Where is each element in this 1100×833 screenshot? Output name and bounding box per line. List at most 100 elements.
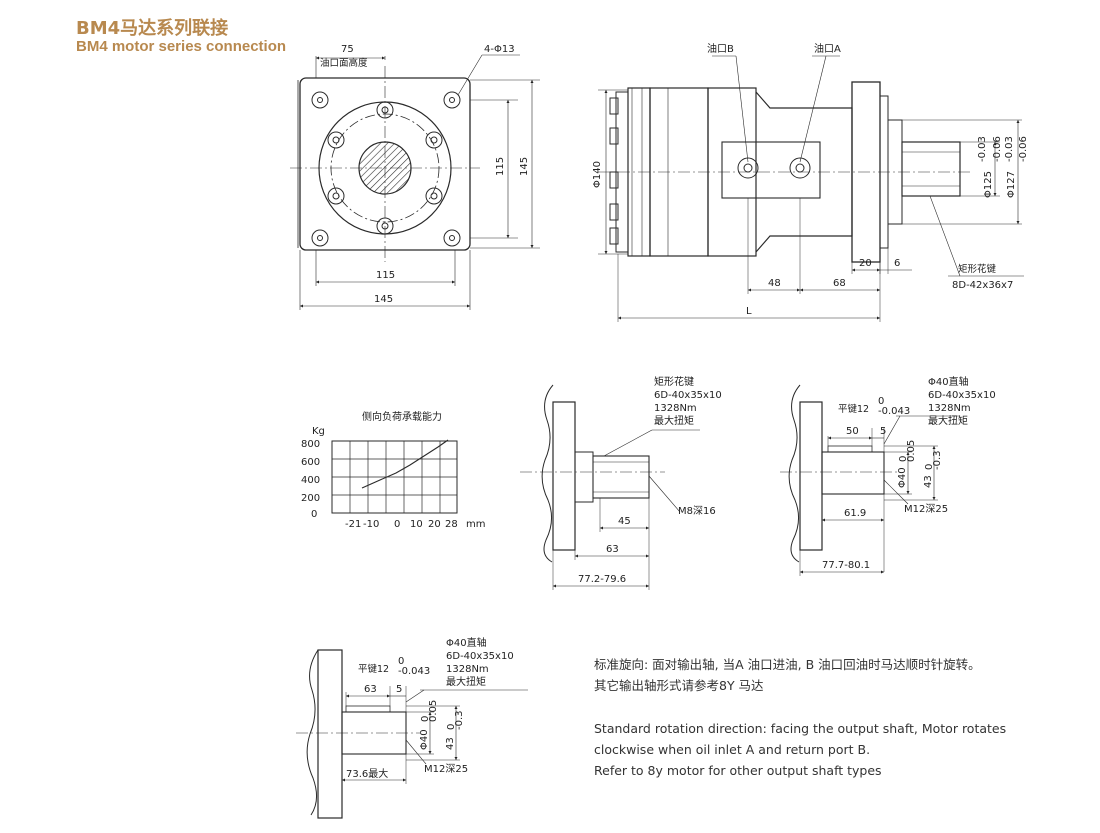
front-dim-145-v: 145 [519,157,530,176]
straight2-dim-5: 5 [396,684,402,695]
spline-shaft-spec-4: 最大扭矩 [654,414,694,427]
chart-ytick-600: 600 [301,457,320,468]
straight2-spec-4: 最大扭矩 [446,675,486,688]
straight2-dim-total: 73.6最大 [346,767,388,780]
front-dim-75: 75 [341,44,354,55]
side-dia-140: Φ140 [592,161,603,188]
straight2-dim-43: 43 [445,737,456,750]
straight1-dim-61: 61.9 [844,508,866,519]
straight1-dim-50: 50 [846,426,859,437]
side-dia-127: Φ127 [1006,171,1017,198]
note-en-line3: Refer to 8y motor for other output shaft… [594,763,882,778]
straight1-thread: M12深25 [904,503,948,515]
straight-shaft-view-2 [296,649,528,819]
chart-ytick-800: 800 [301,439,320,450]
notes-block: 标准旋向: 面对输出轴, 当A 油口进油, B 油口回油时马达顺时针旋转。 其它… [594,654,1034,781]
straight1-spec-title: Φ40直轴 [928,375,969,388]
straight1-dia-40: Φ40 [897,467,908,488]
straight1-spec-4: 最大扭矩 [928,414,968,427]
side-tol-125-lower: -0.06 [992,136,1003,162]
chart-xtick-10: 10 [410,519,423,530]
page-title-cn: BM4马达系列联接 [76,18,229,39]
front-dim-145-h: 145 [374,294,393,305]
note-cn-line1: 标准旋向: 面对输出轴, 当A 油口进油, B 油口回油时马达顺时针旋转。 [594,657,981,672]
note-cn-line2: 其它输出轴形式请参考8Y 马达 [594,678,764,693]
front-hole-callout: 4-Φ13 [484,44,515,55]
spline-spec: 8D-42x36x7 [952,280,1013,291]
spline-shaft-spec-3: 1328Nm [654,403,697,414]
chart-load-curve [361,439,449,489]
straight2-dim-43-tol-upper: 0 [446,724,457,730]
spline-shaft-dim-63: 63 [606,544,619,555]
chart-ylabel: Kg [312,426,325,437]
straight2-dim-63: 63 [364,684,377,695]
port-a-label: 油口A [814,42,841,55]
chart-ytick-0: 0 [311,509,317,520]
front-dim-115-h: 115 [376,270,395,281]
chart-xtick-neg21: -21 [345,519,361,530]
chart-grid [331,439,458,514]
spline-shaft-spec-title: 矩形花键 [654,375,694,388]
spline-label: 矩形花键 [958,263,997,275]
corner-hole [443,91,461,109]
chart-xtick-neg10: -10 [363,519,379,530]
front-dim-115-v: 115 [495,157,506,176]
chart-xlabel: mm [466,519,485,530]
straight1-key-tol-lower: -0.043 [878,406,910,417]
straight1-spec-3: 1328Nm [928,403,971,414]
straight1-dim-43-tol-lower: -0.3 [932,450,943,470]
background-mist [0,473,1100,833]
straight1-dia-tol-lower: 0.05 [906,440,917,462]
straight2-key-tol-upper: 0 [398,656,404,667]
spline-shaft-dim-total: 77.2-79.6 [578,574,626,585]
straight2-key-tol-lower: -0.043 [398,666,430,677]
straight1-key-tol-upper: 0 [878,396,884,407]
straight2-dim-43-tol-lower: -0.3 [454,710,465,730]
chart-ytick-400: 400 [301,475,320,486]
spline-shaft-spec-2: 6D-40x35x10 [654,390,722,401]
side-dia-125: Φ125 [983,171,994,198]
straight2-dia-40: Φ40 [419,729,430,750]
straight1-key-label: 平键12 [838,403,869,415]
straight2-spec-title: Φ40直轴 [446,636,487,649]
straight2-spec-2: 6D-40x35x10 [446,651,514,662]
side-tol-125-upper: -0.03 [977,136,988,162]
corner-hole [443,229,461,247]
straight1-dia-tol-upper: 0 [898,456,909,462]
chart-xtick-0: 0 [394,519,400,530]
side-tol-127-lower: -0.06 [1018,136,1029,162]
port-b-label: 油口B [707,42,734,55]
side-dim-48: 48 [768,278,781,289]
side-dim-L: L [746,306,752,317]
straight1-dim-43-tol-upper: 0 [924,464,935,470]
straight-shaft-view-1 [780,384,960,576]
straight1-dim-5: 5 [880,426,886,437]
chart-title: 侧向负荷承载能力 [362,410,442,423]
straight2-dia-tol-upper: 0 [420,716,431,722]
front-view [290,54,540,310]
chart-xtick-28: 28 [445,519,458,530]
straight2-dia-tol-lower: 0.05 [428,700,439,722]
straight2-spec-3: 1328Nm [446,664,489,675]
side-dim-20: 20 [859,258,872,269]
chart-xtick-20: 20 [428,519,441,530]
chart-ytick-200: 200 [301,493,320,504]
note-en-line1: Standard rotation direction: facing the … [594,721,1007,736]
straight1-spec-2: 6D-40x35x10 [928,390,996,401]
side-dim-68: 68 [833,278,846,289]
front-dim-75-note: 油口面高度 [320,57,368,69]
corner-hole [311,91,329,109]
straight1-dim-total: 77.7-80.1 [822,560,870,571]
page-title-en: BM4 motor series connection [76,38,287,55]
spline-shaft-dim-45: 45 [618,516,631,527]
straight2-thread: M12深25 [424,763,468,775]
spline-shaft-thread: M8深16 [678,505,716,517]
side-dim-6: 6 [894,258,900,269]
note-en-line2: clockwise when oil inlet A and return po… [594,742,871,757]
straight1-dim-43: 43 [923,475,934,488]
spline-shaft-view [520,384,700,590]
side-tol-127-upper: -0.03 [1004,136,1015,162]
straight2-key-label: 平键12 [358,663,389,675]
side-view [598,55,1024,322]
